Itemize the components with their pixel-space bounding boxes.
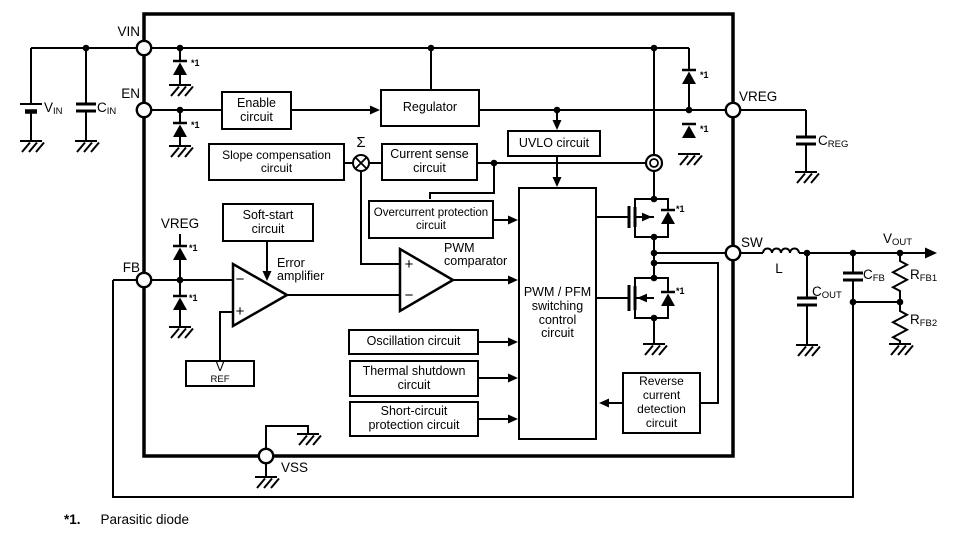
- capacitor-cfb: [841, 271, 865, 282]
- parasitic-diode-icon: [171, 121, 189, 139]
- rfb2-label: RFB2: [910, 312, 938, 329]
- block-slope-compensation: Slope compensation circuit: [208, 143, 345, 181]
- vin-source-label: VIN: [44, 100, 63, 117]
- ground-icon: [888, 343, 914, 356]
- ground-icon: [74, 140, 100, 153]
- block-regulator: Regulator: [380, 89, 480, 127]
- pin-vin: [135, 39, 153, 57]
- pin-label-fb: FB: [122, 260, 140, 275]
- capacitor-cin: [74, 102, 98, 113]
- pin-circles: [135, 39, 742, 465]
- error-amp-minus-sign: −: [235, 270, 245, 288]
- ground-icon: [642, 343, 668, 356]
- current-sense-tap-icon: [644, 153, 664, 173]
- pin-vreg: [724, 101, 742, 119]
- pin-label-sw: SW: [741, 235, 763, 250]
- footnote-text: Parasitic diode: [100, 512, 190, 527]
- ground-icon: [19, 140, 45, 153]
- block-thermal-shutdown: Thermal shutdown circuit: [349, 360, 479, 397]
- pin-label-vin: VIN: [117, 24, 140, 39]
- ground-icon: [795, 344, 821, 357]
- mosfet-low-side: [597, 277, 669, 319]
- capacitor-creg: [794, 135, 818, 146]
- pin-label-vreg: VREG: [739, 89, 778, 104]
- arrowheads: [262, 105, 937, 424]
- parasitic-diode-icon: [171, 294, 189, 312]
- junction-dots: [82, 44, 904, 322]
- parasitic-diode-ref: *1: [191, 120, 200, 130]
- error-amplifier-label: Error amplifier: [277, 256, 325, 284]
- cfb-label: CFB: [863, 267, 885, 284]
- pwm-comp-minus-sign: −: [404, 286, 414, 304]
- wires: [20, 47, 929, 498]
- parasitic-diode-ref: *1: [191, 58, 200, 68]
- block-short-circuit-protection: Short-circuit protection circuit: [349, 401, 479, 437]
- ground-icon: [168, 84, 194, 97]
- sigma-symbol: Σ: [356, 134, 366, 151]
- parasitic-diode-icon: [171, 59, 189, 77]
- cout-label: COUT: [812, 284, 842, 301]
- ground-icon: [296, 433, 322, 446]
- ic-outline: [142, 12, 735, 458]
- block-current-sense: Current sense circuit: [381, 143, 478, 181]
- ground-icon: [677, 153, 703, 166]
- pin-vss: [257, 447, 275, 465]
- parasitic-diode-icon: [171, 244, 189, 262]
- block-reverse-current-detection: Reverse current detection circuit: [622, 372, 701, 434]
- mosfet-high-side: [597, 198, 669, 238]
- pin-label-vss: VSS: [281, 460, 309, 475]
- block-oscillation: Oscillation circuit: [348, 329, 479, 355]
- footnote-ref: *1.: [64, 512, 81, 527]
- parasitic-diode-ref: *1: [189, 243, 198, 253]
- parasitic-diode-icon: [680, 122, 698, 140]
- block-enable-circuit: Enable circuit: [221, 91, 292, 130]
- pwm-comparator-label: PWM comparator: [444, 241, 508, 269]
- creg-label: CREG: [818, 133, 849, 150]
- parasitic-diode-ref: *1: [189, 293, 198, 303]
- pwm-comparator-triangle: [398, 246, 456, 314]
- parasitic-diode-ref: *1: [700, 124, 709, 134]
- vout-arrow: [925, 247, 937, 259]
- net-label-vreg-internal: VREG: [160, 216, 200, 231]
- cin-label: CIN: [97, 100, 117, 117]
- pwm-comp-plus-sign: +: [404, 255, 414, 273]
- vout-label: VOUT: [883, 231, 913, 248]
- parasitic-diode-icon: [680, 68, 698, 86]
- parasitic-diode-icon: [659, 208, 677, 226]
- ground-icon: [168, 326, 194, 339]
- error-amplifier-triangle: [231, 261, 290, 329]
- parasitic-diode-ref: *1: [676, 204, 685, 214]
- ground-icon: [794, 171, 820, 184]
- inductor-label: L: [775, 261, 783, 276]
- ground-icon: [168, 145, 194, 158]
- pin-en: [135, 101, 153, 119]
- parasitic-diode-ref: *1: [676, 286, 685, 296]
- pin-fb: [135, 271, 153, 289]
- block-overcurrent-protection: Overcurrent protection circuit: [368, 200, 494, 239]
- rfb1-label: RFB1: [910, 267, 938, 284]
- pin-sw: [724, 244, 742, 262]
- parasitic-diode-icon: [659, 290, 677, 308]
- parasitic-diode-ref: *1: [700, 70, 709, 80]
- error-amp-plus-sign: +: [235, 302, 245, 320]
- ground-icon: [254, 476, 280, 489]
- block-uvlo: UVLO circuit: [507, 130, 601, 157]
- pin-label-en: EN: [121, 86, 140, 101]
- block-soft-start: Soft-start circuit: [222, 203, 314, 242]
- summing-junction-icon: [352, 154, 370, 172]
- block-pwm-pfm-control: PWM / PFM switching control circuit: [518, 187, 597, 440]
- footnote: *1. Parasitic diode: [64, 512, 189, 527]
